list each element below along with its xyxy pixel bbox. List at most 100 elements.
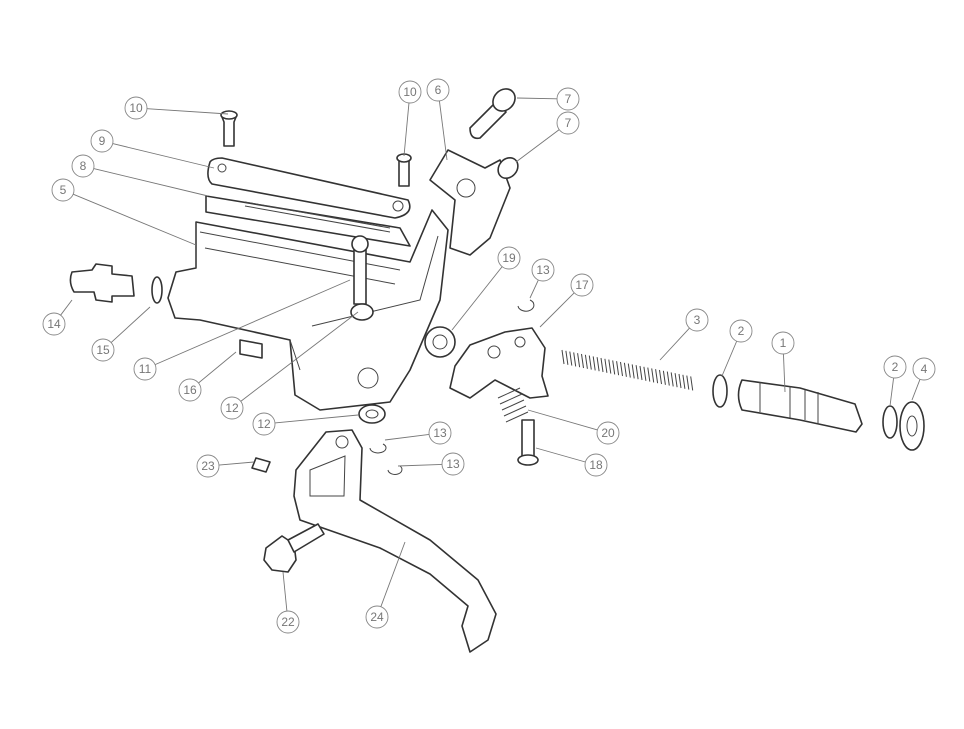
callout-bubble (441, 452, 465, 476)
callout-bubble (196, 454, 220, 478)
callout-9: 9 (90, 129, 215, 169)
callout-bubble (685, 308, 709, 332)
screw (221, 116, 237, 147)
set-screw (251, 457, 271, 473)
callout-label: 12 (257, 417, 271, 431)
leader-line (380, 541, 406, 607)
end-cap (899, 401, 925, 451)
hose-fitting (69, 263, 135, 303)
e-clip (387, 465, 403, 475)
callout-label: 2 (892, 360, 899, 374)
leader-line (535, 447, 586, 463)
callout-13: 13 (384, 421, 452, 445)
callout-bubble (912, 357, 936, 381)
callout-label: 11 (139, 362, 152, 376)
callout-bubble (596, 421, 620, 445)
callout-11: 11 (133, 279, 351, 381)
callout-label: 23 (201, 459, 215, 473)
piston-seal (882, 405, 898, 439)
callout-7: 7 (515, 111, 580, 163)
callout-bubble (584, 453, 608, 477)
callout-bubble (252, 412, 276, 436)
leader-line (397, 463, 443, 467)
callout-22: 22 (276, 571, 300, 634)
callout-bubble (124, 96, 148, 120)
callout-bubble (556, 87, 580, 111)
callout-17: 17 (539, 273, 594, 328)
e-clip (369, 443, 387, 454)
callout-label: 17 (575, 278, 589, 292)
callout-bubble (729, 319, 753, 343)
callout-label: 22 (281, 615, 295, 629)
callout-24: 24 (365, 541, 406, 629)
callout-label: 14 (47, 317, 61, 331)
callout-label: 13 (536, 263, 550, 277)
callout-2: 2 (721, 319, 753, 377)
leader-line (889, 377, 895, 407)
callout-label: 10 (129, 101, 143, 115)
callout-13: 13 (529, 258, 555, 299)
callout-label: 13 (446, 457, 460, 471)
callout-label: 13 (433, 426, 447, 440)
leader-line (154, 279, 351, 366)
callout-18: 18 (535, 447, 608, 477)
leader-line (384, 433, 430, 441)
callout-1: 1 (771, 331, 795, 393)
callout-bubble (90, 129, 114, 153)
callout-15: 15 (91, 306, 151, 362)
callout-2: 2 (883, 355, 907, 407)
callout-label: 16 (183, 383, 197, 397)
piston-seal (712, 374, 728, 408)
callout-label: 19 (502, 251, 516, 265)
callout-bubble (42, 312, 66, 336)
screw (398, 159, 410, 187)
callout-7: 7 (516, 87, 580, 111)
callout-bubble (133, 357, 157, 381)
callout-label: 6 (435, 83, 442, 97)
callout-label: 18 (589, 458, 603, 472)
callout-bubble (883, 355, 907, 379)
reach-adjust-knob (263, 535, 297, 573)
washer (151, 276, 163, 304)
callout-16: 16 (178, 351, 237, 402)
callout-label: 12 (225, 401, 239, 415)
callout-10: 10 (124, 96, 229, 120)
callout-bubble (71, 154, 95, 178)
leader-line (198, 351, 237, 384)
e-clip (517, 299, 535, 312)
callout-label: 9 (99, 134, 106, 148)
callout-bubble (556, 111, 580, 135)
leader-line (529, 279, 539, 299)
callout-bubble (276, 610, 300, 634)
callout-4: 4 (911, 357, 936, 401)
leader-line (911, 379, 921, 401)
callout-label: 7 (565, 92, 572, 106)
leader-line (112, 143, 215, 169)
callout-8: 8 (71, 154, 209, 197)
callout-12: 12 (252, 412, 359, 436)
leader-line (218, 461, 255, 466)
callout-label: 5 (60, 183, 67, 197)
callout-label: 7 (565, 116, 572, 130)
piston (737, 379, 863, 433)
leader-line (515, 129, 560, 163)
callout-19: 19 (451, 246, 521, 331)
leader-line (659, 327, 690, 361)
callout-13: 13 (397, 452, 465, 476)
callout-bubble (91, 338, 115, 362)
parts (69, 88, 925, 653)
clamp-bolt (469, 101, 507, 140)
clamp (429, 149, 511, 256)
callout-20: 20 (527, 409, 620, 445)
callout-bubble (365, 605, 389, 629)
callout-label: 2 (738, 324, 745, 338)
callout-label: 20 (601, 426, 615, 440)
callout-bubble (531, 258, 555, 282)
leader-line (60, 299, 73, 316)
clamp-bolt-head (497, 156, 519, 180)
callout-label: 4 (921, 362, 928, 376)
callout-3: 3 (659, 308, 709, 361)
leader-line (93, 168, 209, 197)
